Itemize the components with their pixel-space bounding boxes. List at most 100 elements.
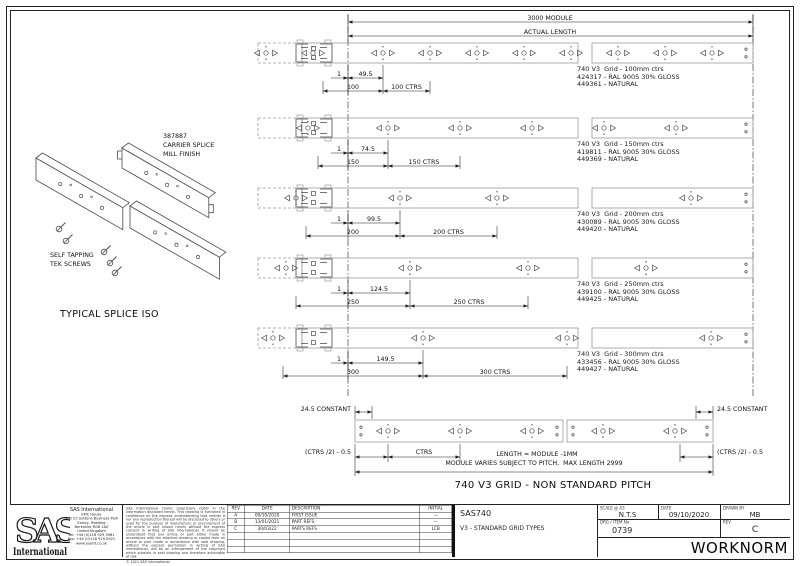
scale-value: N.T.S [618, 510, 637, 519]
title-block: SAS International SAS International EMC … [10, 504, 790, 564]
length-note-line2: MODULE VARIES SUBJECT TO PITCH, MAX LENG… [445, 459, 623, 467]
revision-cell: 09/10/2020 [243, 511, 291, 520]
drawing-subtitle: V3 - STANDARD GRID TYPES [460, 525, 545, 532]
non-standard-detail [354, 406, 714, 476]
revision-header: DATE [243, 505, 291, 513]
splice-iso-drawing [35, 142, 227, 280]
half-ctrs-label-left: (CTRS /2) - 0.5 [305, 449, 351, 456]
dim-label-module: 200 [346, 228, 360, 236]
logo-acronym: SAS [15, 511, 70, 550]
dim-label-half: 124.5 [369, 285, 389, 293]
dim-label-ctrs: 100 CTRS [391, 83, 422, 91]
length-note-line1: LENGTH = MODULE -1MM [496, 451, 578, 458]
address-line: EMC House [81, 512, 102, 517]
address-line: Unit 25 Suttons Business Park [64, 516, 119, 521]
dim-label-one: 1 [336, 355, 342, 363]
dim-label-ctrs: 200 CTRS [433, 228, 464, 236]
date-label: DATE [661, 506, 672, 511]
titleblock-divider [597, 537, 790, 538]
disclaimer-text: SAS International claims proprietary rig… [126, 506, 225, 564]
dim-label-half: 49.5 [358, 70, 373, 78]
dim-label-half: 99.5 [366, 215, 382, 223]
dim-label-half: 149.5 [376, 355, 395, 363]
drg-item-label: DRG / ITEM No [600, 520, 630, 525]
revision-cell [227, 545, 245, 554]
constant-label-right: 24.5 CONSTANT [717, 405, 768, 413]
revision-header: INITIAL [419, 505, 453, 513]
splice-part-number: 387887 [163, 133, 188, 140]
titleblock-divider [122, 505, 123, 557]
address-line: United Kingdom [77, 528, 106, 534]
revision-cell: B [227, 518, 245, 526]
dim-label-module: 250 [346, 298, 360, 306]
worknorm-stamp: WORKNORM [690, 539, 788, 557]
dim-label-ctrs: 250 CTRS [453, 298, 485, 306]
dim-label-one: 1 [336, 145, 342, 153]
revision-cell [227, 538, 245, 547]
rev-value: C [751, 525, 759, 535]
revision-cell [243, 545, 291, 554]
copyright-note: © 2021 SAS International [126, 559, 170, 564]
revision-cell: — [419, 511, 453, 520]
drg-item-value: 0739 [612, 526, 633, 535]
revision-cell [243, 532, 291, 540]
constant-label-left: 24.5 CONSTANT [300, 405, 351, 413]
sas-logo: SAS International [13, 510, 70, 558]
ctrs-label: CTRS [415, 449, 433, 456]
actual-length-label: ACTUAL LENGTH [523, 28, 577, 36]
address-line: Earley, Reading [77, 520, 106, 525]
splice-iso-caption: TYPICAL SPLICE ISO [60, 309, 159, 320]
rail-row-1 [253, 39, 754, 94]
rail-row-5 [257, 324, 754, 379]
revision-cell: LCB [419, 525, 453, 533]
revision-cell [289, 538, 420, 547]
revision-cell [243, 538, 291, 547]
revision-row [227, 532, 453, 540]
revision-cell: — [419, 518, 453, 526]
revision-cell: FIRST ISSUE [289, 511, 420, 520]
revision-cell: PARTS REFS [289, 525, 420, 533]
titleblock-divider [720, 505, 721, 537]
address-line: Berkshire RG6 1AZ [74, 524, 109, 529]
revision-row [227, 538, 453, 547]
drawn-by-value: MB [749, 510, 761, 519]
revision-cell: C [227, 525, 245, 533]
titleblock-divider-thick [452, 505, 455, 557]
revision-cell: PART REFS [289, 518, 420, 526]
rail-row-4 [257, 254, 754, 309]
dim-label-module: 300 [346, 368, 360, 376]
revision-cell: 30/03/22 [243, 525, 291, 533]
revision-cell [419, 532, 453, 540]
rail-row-2 [257, 114, 754, 169]
rev-label: REV [723, 520, 732, 525]
drawn-by-label: DRAWN BY [723, 506, 745, 511]
splice-part-name: CARRIER SPLICE [163, 142, 215, 149]
screws-label-line1: SELF TAPPING [50, 252, 94, 259]
non-standard-pitch-title: 740 V3 GRID - NON STANDARD PITCH [454, 480, 652, 491]
titleblock-divider [597, 519, 790, 520]
revision-header: REV [227, 505, 245, 513]
half-ctrs-label-right: (CTRS /2) - 0.5 [717, 449, 763, 456]
revision-cell [289, 545, 420, 554]
dim-label-ctrs: 150 CTRS [408, 158, 440, 166]
address-line: Tel: +44 (0)118 929 3981 [68, 532, 115, 538]
sheet-border-outer [6, 6, 794, 560]
dim-label-one: 1 [336, 285, 342, 293]
revision-cell: 13/01/2021 [243, 518, 291, 526]
titleblock-divider [597, 505, 598, 557]
revision-cell [419, 545, 453, 554]
scale-label: SCALE @ A3 [600, 506, 625, 511]
dim-label-module: 150 [346, 158, 360, 166]
dim-label-one: 1 [336, 70, 342, 78]
revision-cell [227, 532, 245, 540]
module-dimension-label: 3000 MODULE [527, 14, 573, 22]
